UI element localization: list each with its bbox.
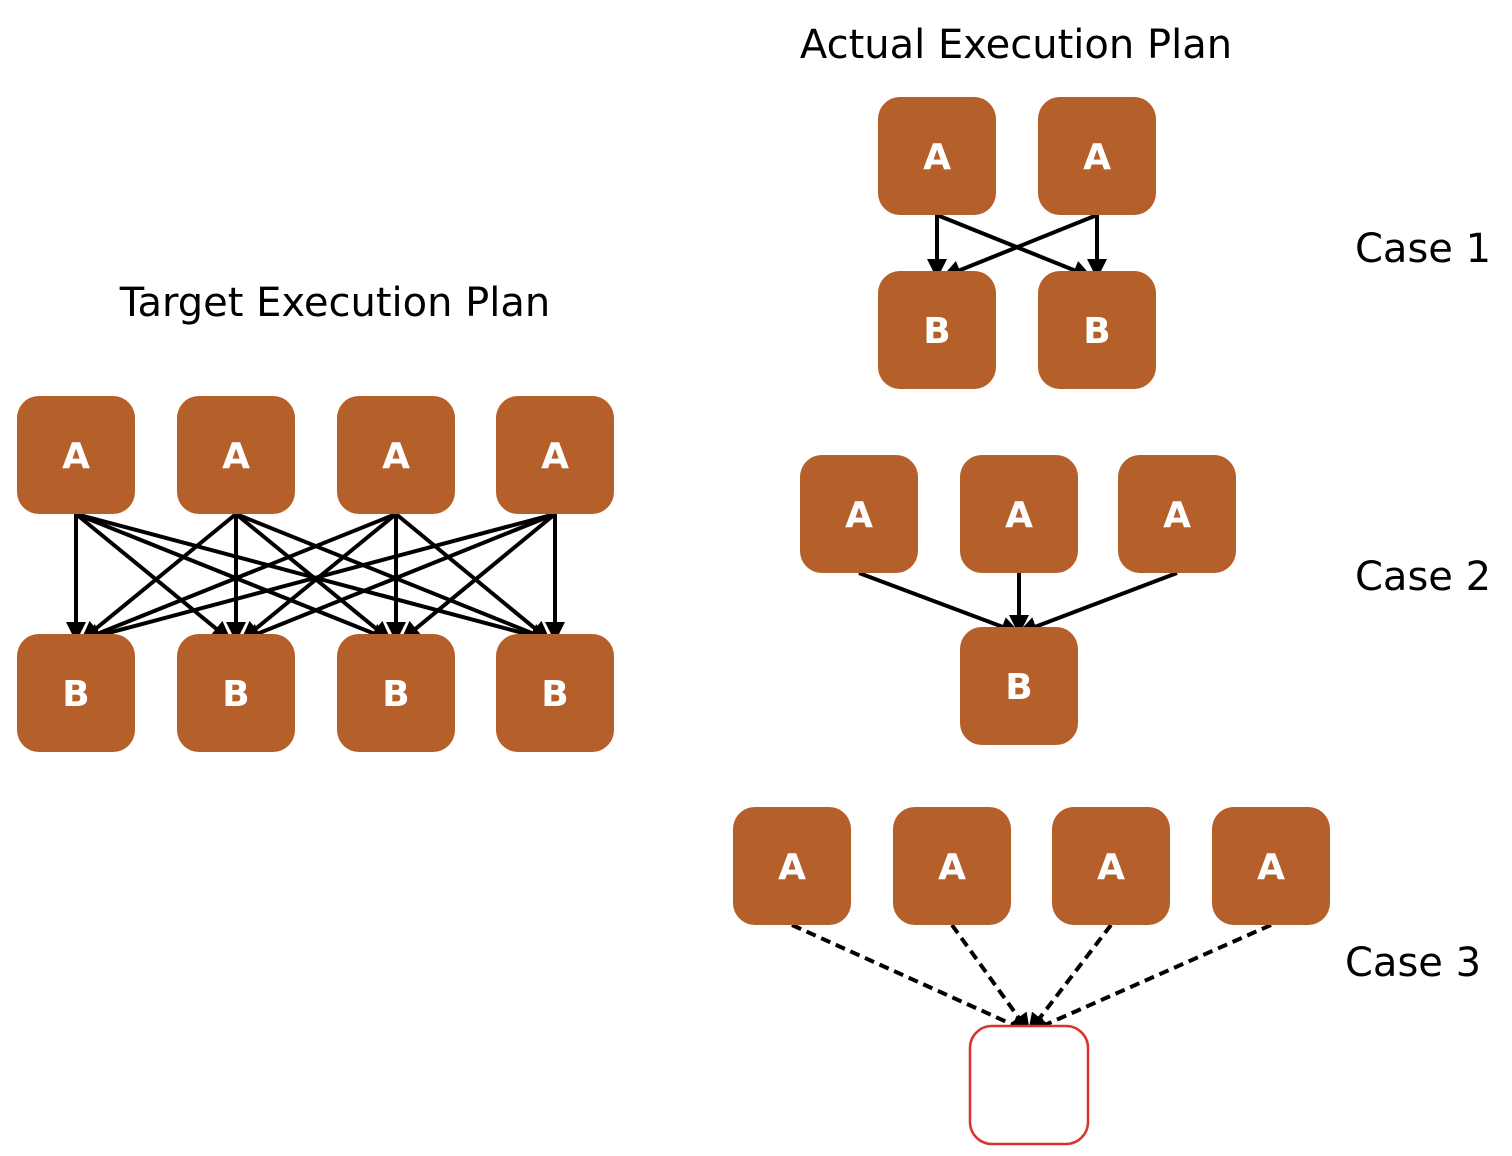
target-plan-node-b-4: B [496,634,614,752]
case-3-node-a-2: A [893,807,1011,925]
case-3-node-b-1 [968,1024,1090,1146]
target-plan-edge-3-to-4 [394,512,551,642]
target-plan-node-a-1-label: A [62,436,90,477]
case-3-node-a-2-box [893,807,1011,925]
target-plan-node-b-4-label: B [541,674,568,715]
case-2-node-a-1-label: A [845,495,873,536]
case-1-node-b-1: B [878,271,996,389]
case-2-edge-3-to-1 [1017,571,1178,636]
edges-layer [66,213,1272,1034]
target-plan-node-a-2: A [177,396,295,514]
target-plan-node-a-4-label: A [541,436,569,477]
target-plan-edge-4-to-2 [240,512,556,643]
case-1-node-b-1-label: B [923,311,950,352]
target-plan-edge-2-to-1 [80,512,238,642]
case-1-label: Case 1 [1355,226,1491,272]
case-2-node-a-1: A [800,455,918,573]
case-2-edge-1-to-1 [858,571,1021,637]
case-2-node-a-2-label: A [1005,495,1033,536]
target-plan-node-a-4-box [496,396,614,514]
case-2-node-b-1: B [960,627,1078,745]
case-3-node-a-3: A [1052,807,1170,925]
case-3-node-a-4-box [1212,807,1330,925]
case-1-edge-1-to-2 [936,213,1093,280]
target-plan-edge-4-to-3 [400,512,557,642]
case-3-node-a-3-label: A [1097,847,1125,888]
target-plan-node-b-1-label: B [62,674,89,715]
target-plan-node-b-3-label: B [382,674,409,715]
target-plan-node-a-2-box [177,396,295,514]
target-plan-node-a-4: A [496,396,614,514]
case-2-node-a-3-box [1118,455,1236,573]
case-1-node-a-1-box [878,97,996,215]
target-plan-node-a-3: A [337,396,455,514]
nodes-layer: A A A A B B B B A A B B A A A B A A A A [17,97,1330,1146]
case-3-node-a-3-box [1052,807,1170,925]
case-2-label: Case 2 [1355,554,1491,600]
case-2-node-b-1-box [960,627,1078,745]
target-plan-node-a-3-label: A [382,436,410,477]
target-plan-node-a-1: A [17,396,135,514]
target-plan-node-b-2-box [177,634,295,752]
target-plan-title: Target Execution Plan [119,280,551,326]
target-plan-edge-4-to-1 [80,512,556,646]
case-3-node-a-1: A [733,807,851,925]
case-2-node-b-1-label: B [1005,667,1032,708]
case-1-node-b-2: B [1038,271,1156,389]
target-plan-node-b-1: B [17,634,135,752]
target-plan-node-b-2: B [177,634,295,752]
case-3-label: Case 3 [1345,940,1481,986]
case-2-node-a-1-box [800,455,918,573]
target-plan-node-b-1-box [17,634,135,752]
case-3-node-a-4: A [1212,807,1330,925]
case-1-edge-2-to-1 [941,213,1098,280]
case-2-node-a-3: A [1118,455,1236,573]
target-plan-node-b-3-box [337,634,455,752]
case-3-edge-4-to-1 [1027,923,1272,1034]
target-plan-node-b-4-box [496,634,614,752]
case-1-node-b-2-box [1038,271,1156,389]
case-2-node-a-3-label: A [1163,495,1191,536]
case-1-node-b-2-label: B [1083,311,1110,352]
case-1-node-b-1-box [878,271,996,389]
case-3-node-a-4-label: A [1257,847,1285,888]
target-plan-edge-2-to-4 [235,512,551,643]
target-plan-node-b-2-label: B [222,674,249,715]
case-3-node-a-2-label: A [938,847,966,888]
case-1-node-a-1: A [878,97,996,215]
target-plan-node-b-3: B [337,634,455,752]
case-1-node-a-2: A [1038,97,1156,215]
actual-plan-title: Actual Execution Plan [800,22,1232,68]
target-plan-edge-1-to-3 [75,512,392,643]
case-2-node-a-2: A [960,455,1078,573]
target-plan-edge-1-to-2 [74,512,232,642]
target-plan-node-a-1-box [17,396,135,514]
target-plan-node-a-3-box [337,396,455,514]
case-1-node-a-2-label: A [1083,137,1111,178]
case-3-node-b-1-box [968,1024,1090,1146]
target-plan-edge-3-to-1 [80,512,397,643]
case-3-node-a-1-label: A [778,847,806,888]
case-3-node-a-1-box [733,807,851,925]
case-3-edge-2-to-1 [950,923,1031,1034]
case-2-node-a-2-box [960,455,1078,573]
case-1-node-a-2-box [1038,97,1156,215]
target-plan-node-a-2-label: A [222,436,250,477]
case-3-edge-3-to-1 [1027,923,1113,1034]
case-3-edge-1-to-1 [791,923,1031,1034]
case-1-node-a-1-label: A [923,137,951,178]
